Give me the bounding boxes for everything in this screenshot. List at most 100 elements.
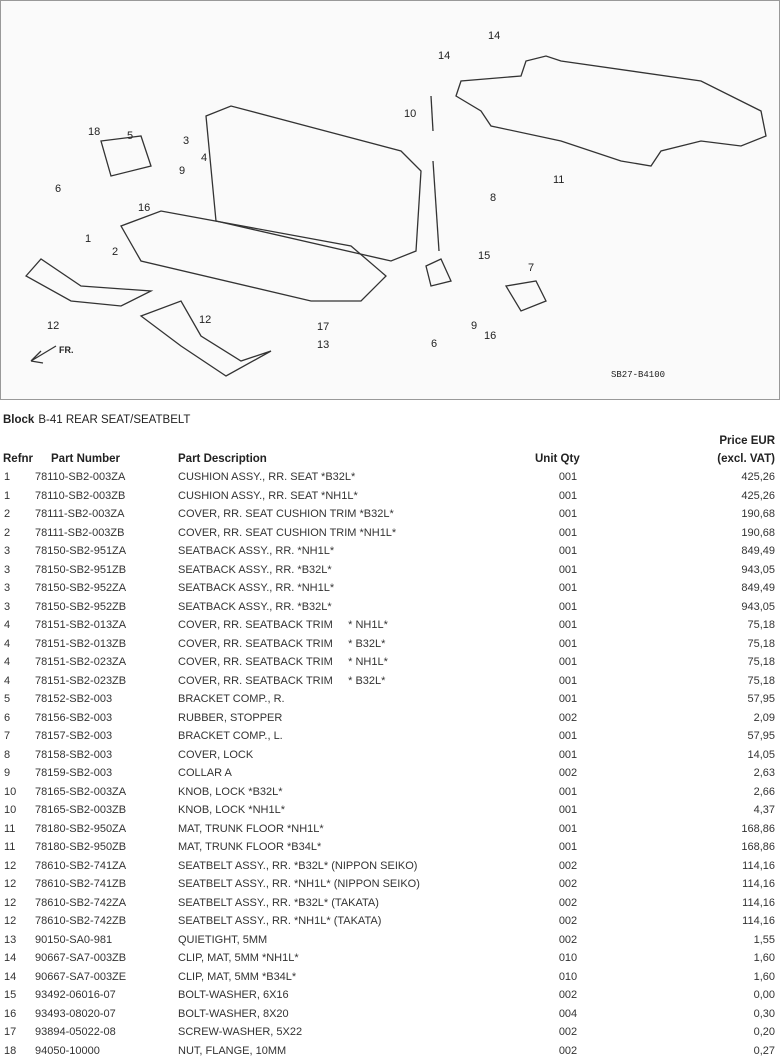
cell-refnr: 3 (4, 563, 11, 576)
callout: 6 (55, 183, 61, 195)
cell-price: 4,37 (753, 804, 775, 816)
cell-refnr: 1 (4, 489, 11, 502)
cell-part-number: 78152-SB2-003 (35, 693, 113, 705)
cell-description: BOLT-WASHER, 6X16 (178, 989, 289, 1001)
cell-refnr: 7 (4, 730, 11, 742)
cell-description: COVER, RR. SEATBACK TRIM * B32L* (178, 674, 386, 687)
callout: 16 (484, 330, 496, 342)
cell-qty: 001 (558, 637, 578, 650)
cell-part-number: 78610-SB2-742ZA (35, 896, 127, 909)
cell-qty: 001 (558, 804, 578, 816)
callout: 7 (528, 262, 534, 274)
cell-description: SEATBELT ASSY., RR. *NH1L* (NIPPON SEIKO… (178, 878, 420, 890)
seatback (205, 105, 422, 262)
cell-price: 2,09 (753, 711, 775, 724)
cell-description: SEATBELT ASSY., RR. *B32L* (NIPPON SEIKO… (178, 859, 418, 872)
cell-description: KNOB, LOCK *B32L* (178, 785, 283, 798)
cell-part-number: 93493-08020-07 (35, 1007, 116, 1020)
cell-price: 0,00 (753, 989, 775, 1001)
cell-part-number: 78156-SB2-003 (35, 711, 113, 724)
cell-qty: 001 (558, 526, 578, 539)
bracket-l (504, 280, 547, 312)
callout: 18 (88, 126, 100, 138)
header-description: Part Description (178, 453, 267, 465)
cell-refnr: 3 (4, 545, 11, 557)
cell-description: SEATBACK ASSY., RR. *NH1L* (178, 582, 335, 594)
cell-description: MAT, TRUNK FLOOR *B34L* (178, 841, 322, 853)
cell-qty: 002 (558, 767, 578, 779)
cell-qty: 004 (558, 1007, 578, 1020)
cell-description: NUT, FLANGE, 10MM (178, 1044, 287, 1057)
cell-description: COVER, RR. SEATBACK TRIM * NH1L* (178, 619, 388, 631)
cell-qty: 002 (558, 859, 578, 872)
cell-description: COVER, RR. SEATBACK TRIM * B32L* (178, 637, 386, 650)
callout: 14 (438, 50, 450, 62)
cell-description: CLIP, MAT, 5MM *B34L* (178, 970, 297, 983)
cell-part-number: 78610-SB2-741ZB (35, 878, 127, 890)
cell-description: SEATBELT ASSY., RR. *NH1L* (TAKATA) (178, 915, 382, 927)
cell-price: 2,63 (753, 767, 775, 779)
callout: 12 (199, 314, 211, 326)
cell-part-number: 90667-SA7-003ZB (35, 952, 127, 964)
cell-refnr: 2 (4, 508, 11, 520)
cell-part-number: 78610-SB2-742ZB (35, 915, 127, 927)
cell-price: 190,68 (741, 526, 775, 539)
cell-refnr: 12 (4, 859, 17, 872)
callout: 11 (553, 174, 564, 186)
callout: 5 (127, 130, 133, 142)
cell-description: SEATBACK ASSY., RR. *B32L* (178, 563, 332, 576)
cell-price: 1,60 (753, 970, 775, 983)
cell-description: BOLT-WASHER, 8X20 (178, 1007, 289, 1020)
cell-refnr: 6 (4, 711, 11, 724)
cell-price: 114,16 (742, 878, 775, 890)
cell-refnr: 2 (4, 526, 11, 539)
cell-price: 943,05 (741, 600, 775, 613)
cell-description: KNOB, LOCK *NH1L* (178, 804, 285, 816)
callout-labels: 14 14 10 11 3 4 18 5 6 9 16 1 2 8 15 7 1… (47, 30, 564, 355)
cell-description: QUIETIGHT, 5MM (178, 933, 268, 946)
cell-part-number: 78150-SB2-952ZA (35, 582, 127, 594)
block-label: Block (3, 414, 35, 426)
cell-description: COVER, LOCK (178, 748, 254, 761)
cell-refnr: 12 (4, 878, 17, 890)
cell-price: 1,55 (753, 933, 775, 946)
cell-part-number: 78151-SB2-013ZA (35, 619, 127, 631)
cell-part-number: 78610-SB2-741ZA (35, 859, 127, 872)
cell-price: 75,18 (747, 674, 775, 687)
seatbelt-left (24, 258, 154, 307)
cell-qty: 001 (558, 489, 578, 502)
cell-part-number: 78151-SB2-023ZB (35, 674, 127, 687)
cell-refnr: 11 (4, 841, 16, 853)
cell-refnr: 14 (4, 970, 17, 983)
block-name: B-41 REAR SEAT/SEATBELT (38, 414, 191, 426)
cell-qty: 002 (558, 878, 578, 890)
seatbelt-right (139, 300, 272, 377)
cell-part-number: 90667-SA7-003ZE (35, 970, 127, 983)
callout: 1 (85, 233, 91, 245)
cell-price: 114,16 (742, 859, 775, 872)
cell-part-number: 78151-SB2-023ZA (35, 656, 127, 668)
table-row: 12 78610-SB2-741ZB SEATBELT ASSY., RR. *NH… (0, 878, 780, 896)
cell-qty: 001 (558, 563, 578, 576)
callout: 12 (47, 320, 59, 332)
cell-price: 75,18 (747, 656, 775, 668)
bracket-r (100, 135, 152, 177)
cell-qty: 001 (558, 619, 578, 631)
cell-qty: 001 (558, 841, 578, 853)
cell-price: 114,16 (742, 915, 775, 927)
cell-description: COVER, RR. SEAT CUSHION TRIM *NH1L* (178, 526, 397, 539)
cell-part-number: 78180-SB2-950ZA (35, 822, 127, 835)
cell-refnr: 15 (4, 989, 17, 1001)
cell-price: 0,27 (753, 1044, 775, 1057)
cell-price: 114,16 (742, 896, 775, 909)
